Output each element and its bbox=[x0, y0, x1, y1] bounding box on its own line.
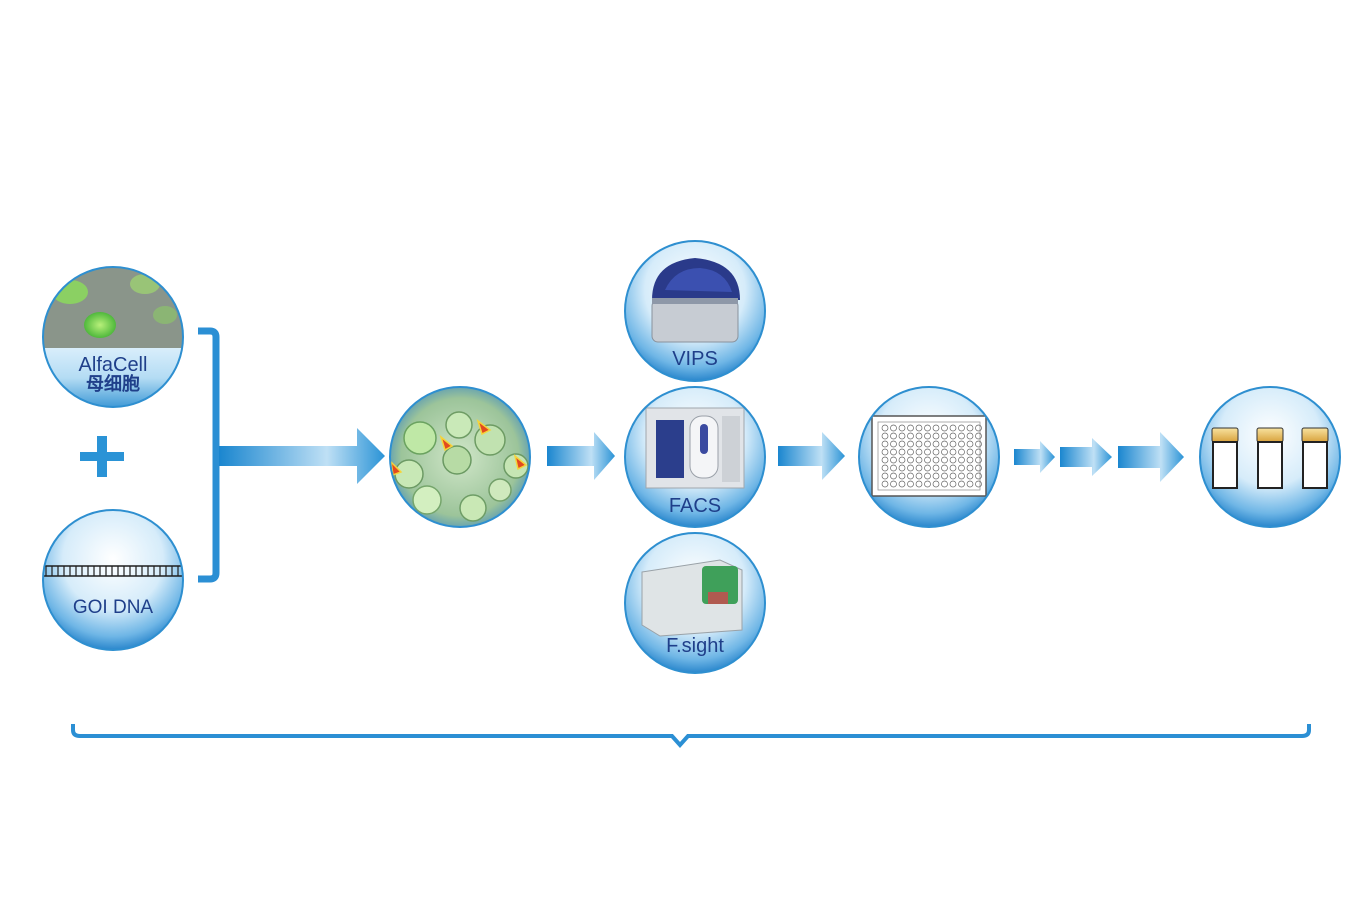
flow-arrow-6 bbox=[1118, 432, 1184, 482]
timeline-bracket bbox=[71, 724, 1311, 749]
goi-dna-label: GOI DNA bbox=[72, 597, 154, 618]
flow-arrow-4 bbox=[1014, 441, 1055, 473]
well-plate-icon bbox=[871, 415, 987, 497]
alfacell-title: AlfaCell bbox=[78, 354, 148, 376]
flow-arrow-1 bbox=[219, 428, 385, 484]
vial-2 bbox=[1256, 427, 1284, 489]
fsight-label: F.sight bbox=[666, 635, 724, 657]
transfected-cells-node bbox=[389, 386, 531, 528]
flow-arrow-3 bbox=[778, 432, 845, 480]
merge-bracket bbox=[198, 327, 220, 583]
flow-arrow-2 bbox=[547, 432, 615, 480]
vips-instrument-icon bbox=[651, 258, 740, 343]
well-plate-node bbox=[858, 386, 1000, 528]
facs-instrument-icon bbox=[645, 407, 745, 489]
dna-strand-icon bbox=[43, 565, 183, 577]
vial-1 bbox=[1211, 427, 1239, 489]
vips-node bbox=[624, 240, 766, 382]
goi-dna-node bbox=[42, 509, 184, 651]
vial-3 bbox=[1301, 427, 1329, 489]
flow-arrow-5 bbox=[1060, 438, 1112, 476]
vips-label: VIPS bbox=[672, 348, 718, 370]
vials-node bbox=[1199, 386, 1341, 528]
fsight-instrument-icon bbox=[641, 559, 743, 637]
alfacell-subtitle: 母细胞 bbox=[86, 374, 140, 394]
facs-node bbox=[624, 386, 766, 528]
vials-icon bbox=[1211, 427, 1329, 489]
plus-icon bbox=[80, 436, 124, 477]
facs-label: FACS bbox=[668, 495, 722, 517]
fsight-node bbox=[624, 532, 766, 674]
